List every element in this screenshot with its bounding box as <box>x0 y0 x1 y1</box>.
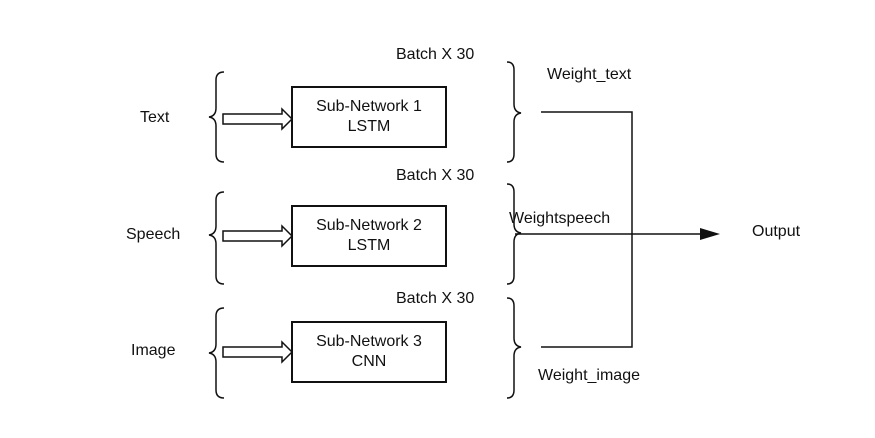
left-brace-text <box>208 71 225 163</box>
input-arrow-text <box>222 107 294 131</box>
right-brace-image <box>506 297 522 399</box>
sub-network-2-name: Sub-Network 2 <box>316 217 422 234</box>
sub-network-1-type: LSTM <box>347 118 391 135</box>
output-arrowhead <box>700 228 720 240</box>
batch-label-text: Batch X 30 <box>396 46 475 63</box>
sub-network-1-box: Sub-Network 1 LSTM <box>291 86 447 148</box>
sub-network-3-type: CNN <box>351 353 387 370</box>
output-label: Output <box>752 223 801 240</box>
input-label-speech: Speech <box>126 226 181 243</box>
right-brace-text <box>506 61 522 163</box>
weight-label-image: Weight_image <box>538 367 640 384</box>
left-brace-speech <box>208 191 225 285</box>
input-label-image: Image <box>131 342 176 359</box>
sub-network-3-name: Sub-Network 3 <box>316 333 422 350</box>
left-brace-image <box>208 307 225 399</box>
batch-label-speech: Batch X 30 <box>396 167 475 184</box>
right-brace-speech <box>506 183 522 285</box>
input-arrow-speech <box>222 224 294 248</box>
batch-label-image: Batch X 30 <box>396 290 475 307</box>
sub-network-2-type: LSTM <box>347 237 391 254</box>
sub-network-2-box: Sub-Network 2 LSTM <box>291 205 447 267</box>
sub-network-1-name: Sub-Network 1 <box>316 98 422 115</box>
merge-line-text <box>541 111 633 348</box>
input-label-text: Text <box>140 109 170 126</box>
weight-label-speech: Weightspeech <box>509 210 611 227</box>
input-arrow-image <box>222 340 294 364</box>
sub-network-3-box: Sub-Network 3 CNN <box>291 321 447 383</box>
weight-label-text: Weight_text <box>547 66 632 83</box>
